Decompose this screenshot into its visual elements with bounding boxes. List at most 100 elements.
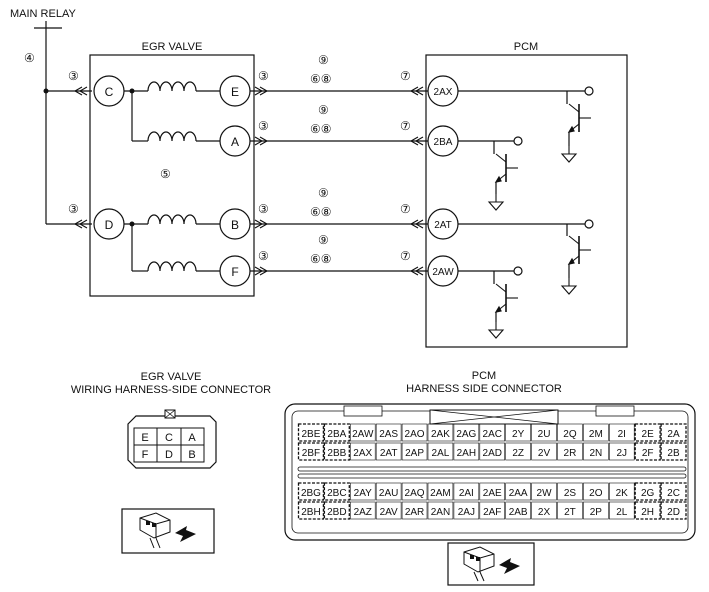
egr-terminal-e: E [231,85,239,99]
pcm-connector-cell: 2H [641,507,654,518]
callout-9-2: ⑨ [318,103,329,117]
pcm-connector-cell: 2G [641,488,655,499]
pcm-connector-cell-box [401,482,428,501]
pcm-connector-cell: 2D [667,507,680,518]
egr-connector-cell: A [188,432,196,444]
pcm-connector-cell-box [453,482,480,501]
pcm-connector-title-2: HARNESS SIDE CONNECTOR [406,383,562,395]
pcm-connector-cell-box [297,482,325,501]
pcm-connector-cell-box [427,442,454,461]
pcm-connector-cell: 2AL [432,448,450,459]
pcm-connector-cell-box [323,442,350,461]
callout-7-1: ⑦ [400,69,411,83]
pcm-connector-cell: 2E [642,429,655,440]
pcm-connector-cell: 2J [616,448,627,459]
pcm-connector-cell-box [505,442,531,461]
pcm-connector-cell-box [557,482,583,501]
callout-5: ⑤ [160,167,171,181]
pcm-connector-cell: 2AD [483,448,502,459]
pcm-connector-cell: 2O [589,488,603,499]
pcm-connector-cell-box [349,423,376,442]
pcm-connector-cell-box [427,501,454,520]
pcm-connector-cell: 2AQ [405,488,425,499]
pcm-connector-cell-box [453,442,480,461]
pcm-connector-cell: 2Z [512,448,524,459]
pcm-terminal-2aw: 2AW [432,267,454,278]
callout-7-4: ⑦ [400,249,411,263]
pcm-connector-cell: 2AF [483,507,501,518]
egr-terminal-f: F [231,265,238,279]
pcm-connector-cell-box [479,501,505,520]
pcm-connector-cell-box [375,501,402,520]
pcm-connector-cell: 2F [642,448,654,459]
pcm-connector-title-1: PCM [472,370,496,382]
callout-3-e: ③ [258,69,269,83]
pcm-connector-cell-box [608,423,635,442]
pcm-connector-cell-box [375,423,402,442]
pcm-connector-cell: 2BG [301,488,321,499]
pcm-connector-cell-box [401,442,428,461]
callout-9-3: ⑨ [318,186,329,200]
pcm-connector-cell: 2AW [352,429,374,440]
pcm-connector-cell: 2W [537,488,553,499]
pcm-connector-cell-box [557,423,583,442]
pcm-connector-cell-box [427,423,454,442]
callout-3-b: ③ [258,202,269,216]
pcm-connector-cell: 2B [667,448,680,459]
pcm-connector-cell-box [660,423,687,442]
pcm-connector-cell-box [453,423,480,442]
pcm-terminal-2ax: 2AX [434,87,453,98]
egr-connector-cell: F [142,449,149,461]
pcm-connector-cell: 2L [616,507,628,518]
callout-9-1: ⑨ [318,53,329,67]
pcm-connector-cell-box [531,442,557,461]
callout-4: ④ [24,51,35,65]
pcm-connector-cell: 2AK [431,429,450,440]
pcm-connector-cell: 2AJ [458,507,475,518]
pcm-connector-cell: 2BF [302,448,320,459]
pcm-connector-cell: 2AO [405,429,425,440]
pcm-terminal-2at: 2AT [434,220,452,231]
pcm-connector-cell-box [531,501,557,520]
pcm-connector-cell-box [349,501,376,520]
pcm-connector-cell: 2BD [327,507,346,518]
pcm-connector-cell: 2AX [353,448,372,459]
callout-3-d: ③ [68,202,79,216]
pcm-connector-cell-box [323,423,350,442]
callout-9-4: ⑨ [318,233,329,247]
pcm-connector-cell-box [479,442,505,461]
egr-connector [127,409,217,469]
egr-valve-label: EGR VALVE [142,41,203,53]
pcm-box [425,54,628,348]
pcm-connector-cell: 2BB [327,448,346,459]
pcm-connector-cell-box [505,501,531,520]
pcm-plug-icon [447,542,535,586]
pcm-connector-cell-box [375,442,402,461]
pcm-connector-cell-box [453,501,480,520]
pcm-connector-cell-box [297,501,325,520]
pcm-connector-cell-box [634,423,661,442]
pcm-connector-cell: 2AP [405,448,424,459]
pcm-connector-cell: 2AY [354,488,372,499]
pcm-connector-cell-box [479,423,505,442]
pcm-connector-cell: 2AU [379,488,398,499]
callout-3-f: ③ [258,249,269,263]
pcm-connector-cell: 2AH [457,448,476,459]
pcm-connector-cell-box [608,501,635,520]
pcm-connector-cell: 2AT [380,448,398,459]
pcm-connector-cell-box [349,442,376,461]
pcm-connector-cell: 2BH [301,507,320,518]
pcm-connector-cell: 2P [590,507,603,518]
egr-valve-box [89,54,255,297]
pcm-connector-cell: 2AG [456,429,476,440]
pcm-connector-cell: 2AS [379,429,398,440]
egr-connector-title-2: WIRING HARNESS-SIDE CONNECTOR [71,384,271,396]
pcm-connector-cell-box [608,482,635,501]
pcm-connector-cell-box [634,501,661,520]
pcm-connector-cell: 2AE [483,488,502,499]
pcm-connector-cell-box [583,482,609,501]
pcm-connector-cell: 2AC [483,429,502,440]
pcm-connector-cell-box [531,482,557,501]
